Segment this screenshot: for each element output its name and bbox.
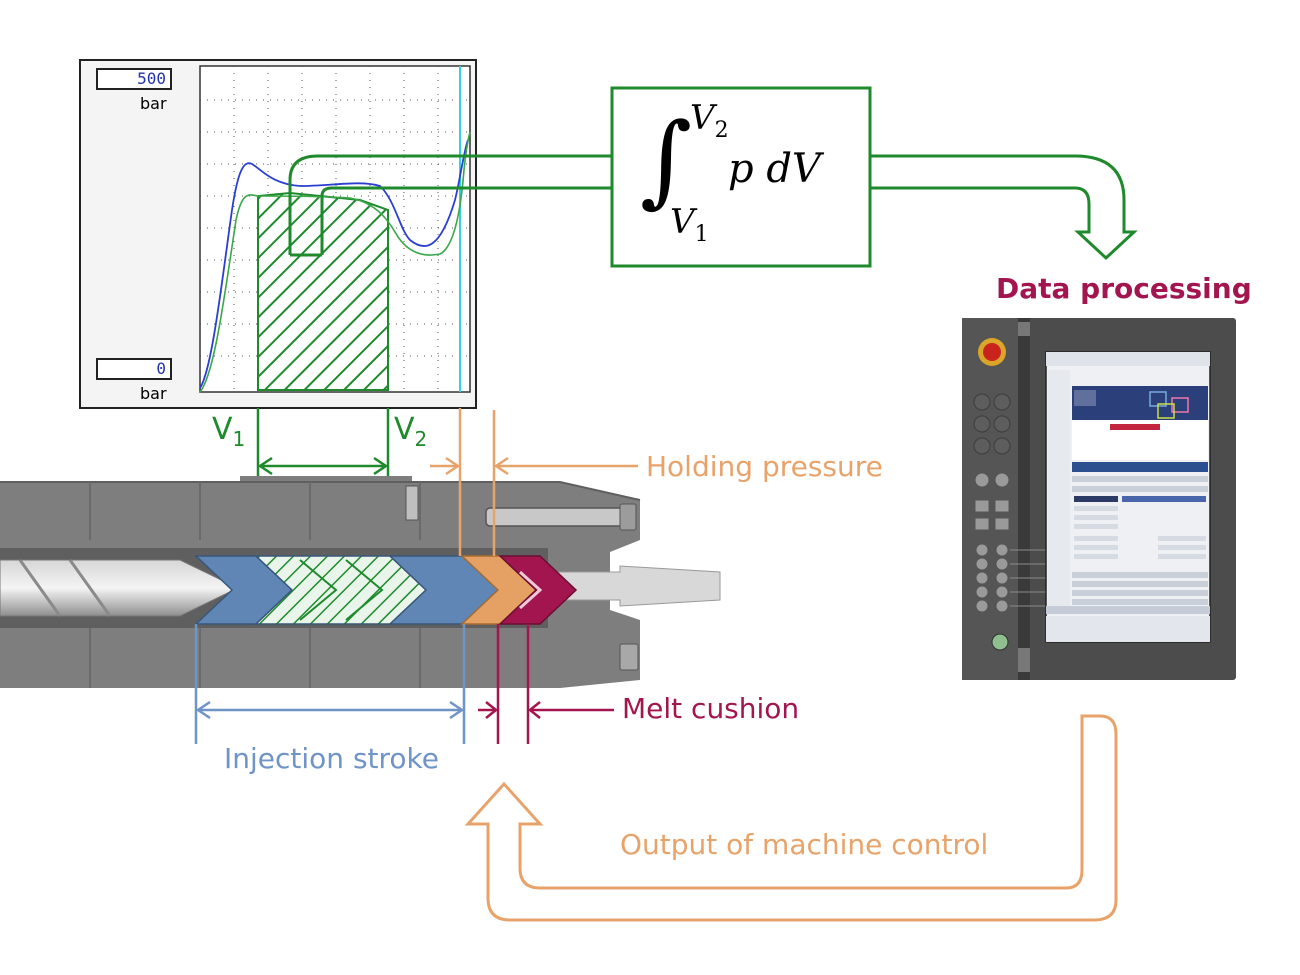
chart-bottom-value: 0 (96, 358, 172, 380)
pressure-chart (79, 59, 477, 409)
injection-stroke-label: Injection stroke (224, 742, 439, 775)
chart-grid (200, 66, 470, 392)
v1-label: V1 (212, 412, 246, 451)
integral-icon: ∫ (640, 101, 693, 218)
chart-top-value: 500 (96, 68, 172, 90)
power-button-icon (991, 633, 1009, 651)
chart-bottom-unit: bar (140, 384, 167, 403)
green-flow-arrow (288, 154, 1138, 261)
formula-upper-limit: V2 (690, 98, 729, 143)
melt-cushion-markers (478, 624, 614, 744)
injection-stroke-markers (194, 624, 466, 744)
machine-control-panel (962, 318, 1236, 680)
formula-box (610, 86, 872, 268)
output-label: Output of machine control (620, 828, 989, 861)
holding-pressure-label: Holding pressure (646, 450, 883, 483)
output-arrow (464, 714, 1118, 922)
chart-top-unit: bar (140, 94, 167, 113)
holding-pressure-markers (430, 408, 638, 556)
pressure-curve-green (199, 131, 471, 393)
pressure-curve-blue (199, 139, 469, 389)
data-processing-label: Data processing (996, 272, 1252, 305)
formula-integrand: p dV (728, 146, 821, 192)
v2-label: V2 (394, 412, 428, 451)
formula-lower-limit: V1 (670, 202, 709, 247)
melt-cushion-label: Melt cushion (622, 692, 800, 725)
injection-unit (0, 476, 721, 688)
